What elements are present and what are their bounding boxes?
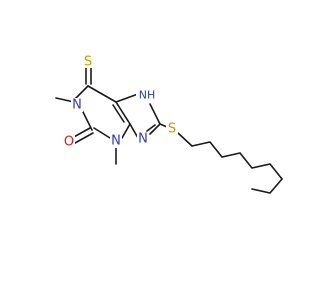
label-n3: N [111,134,121,149]
atom-s-thioether: S [166,122,178,137]
bond-c2-n3 [93,127,111,139]
bond-c8-n9 [149,123,161,135]
structure-drawing: S N N NH N O S [55,54,284,194]
atom-n3: N [110,134,122,149]
bond-c2-o-double-b [74,132,94,144]
bond-n7-c8 [149,103,161,125]
bond-n1-c2 [81,109,93,131]
bond-c8-n9-inner [146,124,156,132]
bond-n3-c4 [121,123,131,139]
bond-c5-c6 [87,85,117,103]
label-n7: NH [139,89,156,102]
label-n9: N [138,132,148,147]
bond-c8-s [159,123,168,128]
five-membered-ring [115,93,161,139]
atom-s-thione: S [82,54,94,70]
bond-c6-n1 [73,85,89,101]
molecule-canvas: S N N NH N O S [55,54,284,194]
label-s-thione: S [84,55,92,70]
bond-c5-n7 [115,93,139,103]
bond-c4-c5-inner [112,104,125,123]
six-membered-ring [73,85,131,139]
bond-n9-c4 [129,123,139,139]
atom-o: O [63,135,75,150]
label-s-thioether: S [168,122,176,137]
bond-s-c1 [177,132,193,147]
octyl-chain [191,141,284,194]
atom-n1: N [71,98,83,113]
bond-c4-c5 [115,101,131,125]
atom-n7: NH [136,86,158,102]
label-o: O [64,135,74,150]
atom-n9: N [137,132,149,147]
label-n1: N [72,98,82,113]
